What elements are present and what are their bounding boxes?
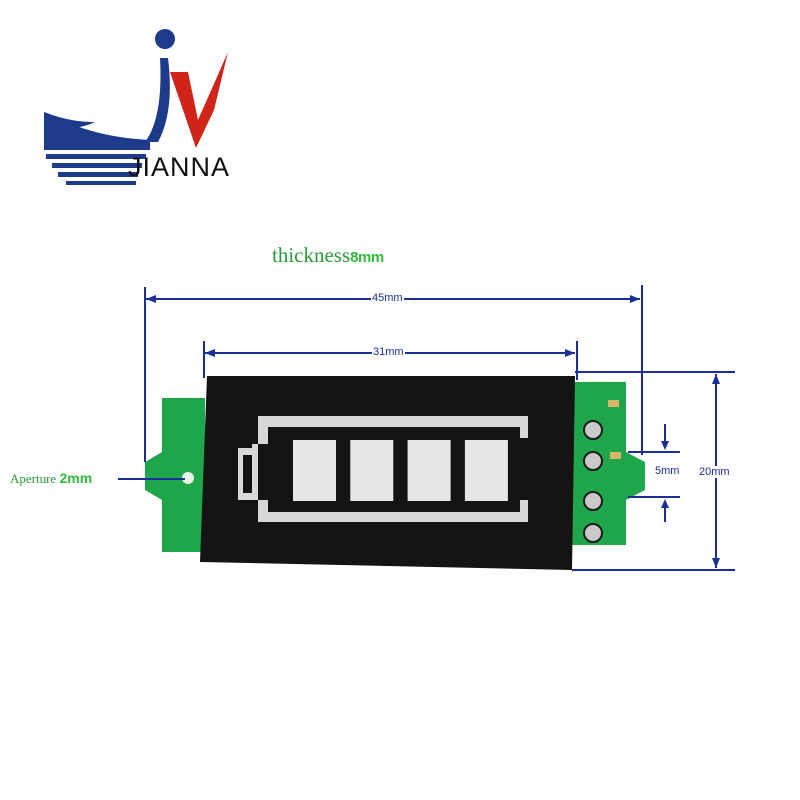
aperture-value: 2mm (59, 470, 93, 486)
thickness-label: thickness8mm (272, 243, 384, 268)
mounting-hole (182, 472, 194, 484)
height-label: 20mm (698, 466, 731, 478)
solder-pads (583, 420, 603, 543)
pad-spacing-label: 5mm (655, 465, 680, 477)
battery-segment (293, 440, 336, 501)
battery-segment (407, 440, 451, 501)
overall-width-label: 45mm (371, 292, 404, 304)
brand-name: JIANNA (128, 152, 231, 182)
battery-outline (252, 416, 528, 522)
aperture-label: Aperture 2mm (10, 470, 92, 487)
battery-segment (350, 440, 394, 501)
display-width-label: 31mm (372, 346, 405, 358)
pcb-right-tab (570, 382, 645, 545)
battery-segment (464, 440, 508, 501)
aperture-text: Aperture (10, 471, 57, 486)
thickness-value: 8mm (350, 249, 384, 266)
battery-segments (293, 440, 508, 501)
pcb-left-tab (145, 398, 205, 552)
thickness-text: thickness (272, 243, 351, 267)
